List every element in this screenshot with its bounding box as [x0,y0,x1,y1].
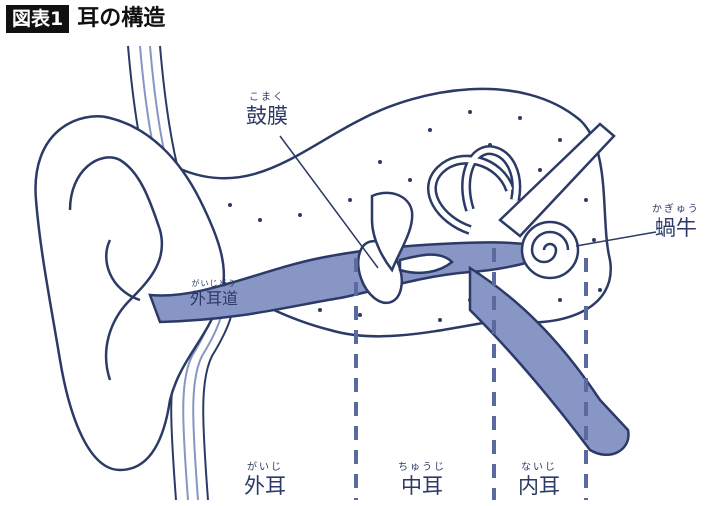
auditory-nerve [498,122,616,238]
text-ear-canal: 外耳道 [190,289,239,308]
ruby-cochlea: かぎゅう [652,204,700,215]
text-cochlea: 蝸牛 [654,216,697,240]
label-inner-ear: ないじ 内耳 [518,462,560,498]
label-ear-canal: がいじどう 外耳道 [190,278,238,308]
pointer-lines [279,135,657,269]
ruby-inner-ear: ないじ [521,462,557,473]
eustachian-tube [468,265,630,456]
pinna [34,115,226,472]
label-tympanic-membrane: こまく 鼓膜 [246,92,288,128]
figure-title: 耳の構造 [77,6,166,31]
section-dividers [354,248,588,500]
title-bar: 図表1 耳の構造 [6,4,165,34]
text-inner-ear: 内耳 [518,474,560,498]
ruby-ear-canal: がいじどう [191,279,237,288]
text-tympanic: 鼓膜 [246,104,288,128]
ruby-middle-ear: ちゅうじ [398,462,446,473]
label-cochlea: かぎゅう 蝸牛 [652,204,700,240]
ruby-outer-ear: がいじ [247,462,283,473]
text-middle-ear: 中耳 [401,474,443,498]
semicircular-canals-inner [429,147,519,233]
figure-badge: 図表1 [6,5,70,33]
ruby-tympanic: こまく [249,92,285,103]
text-outer-ear: 外耳 [244,474,286,498]
cochlea [520,220,580,280]
label-middle-ear: ちゅうじ 中耳 [398,462,446,498]
label-outer-ear: がいじ 外耳 [244,462,286,498]
